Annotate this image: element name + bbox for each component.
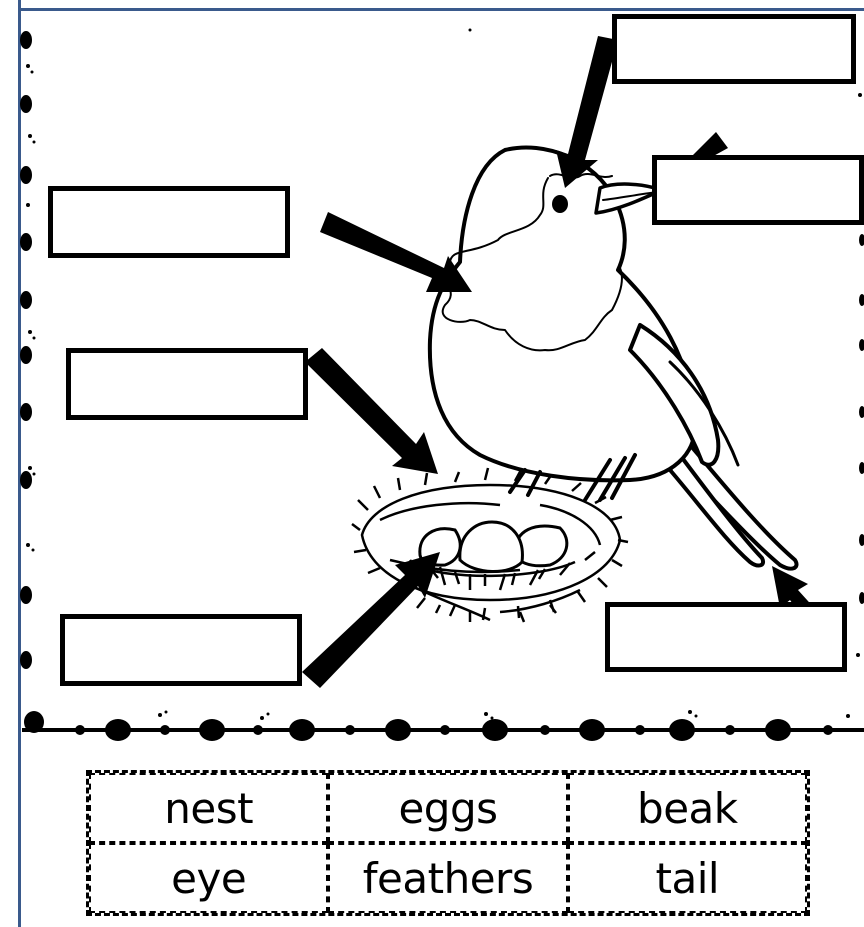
- egg-icon: [420, 522, 567, 572]
- label-box-upper-left[interactable]: [48, 186, 290, 258]
- word-bank-item[interactable]: feathers: [328, 843, 567, 913]
- label-box-lower-left[interactable]: [60, 614, 302, 686]
- word-bank-item[interactable]: eggs: [328, 773, 567, 843]
- word-bank-item[interactable]: nest: [89, 773, 328, 843]
- word-bank: nest eggs beak eye feathers tail: [86, 770, 810, 916]
- bottom-dot-border: [22, 710, 864, 741]
- label-box-lower-right[interactable]: [605, 602, 847, 672]
- left-dot-border: [20, 31, 36, 669]
- label-box-middle-left[interactable]: [66, 348, 308, 420]
- label-box-top-right[interactable]: [612, 14, 856, 84]
- bird-eye: [552, 195, 568, 213]
- label-box-beak[interactable]: [652, 155, 864, 225]
- word-bank-item[interactable]: tail: [568, 843, 807, 913]
- word-bank-item[interactable]: eye: [89, 843, 328, 913]
- word-bank-item[interactable]: beak: [568, 773, 807, 843]
